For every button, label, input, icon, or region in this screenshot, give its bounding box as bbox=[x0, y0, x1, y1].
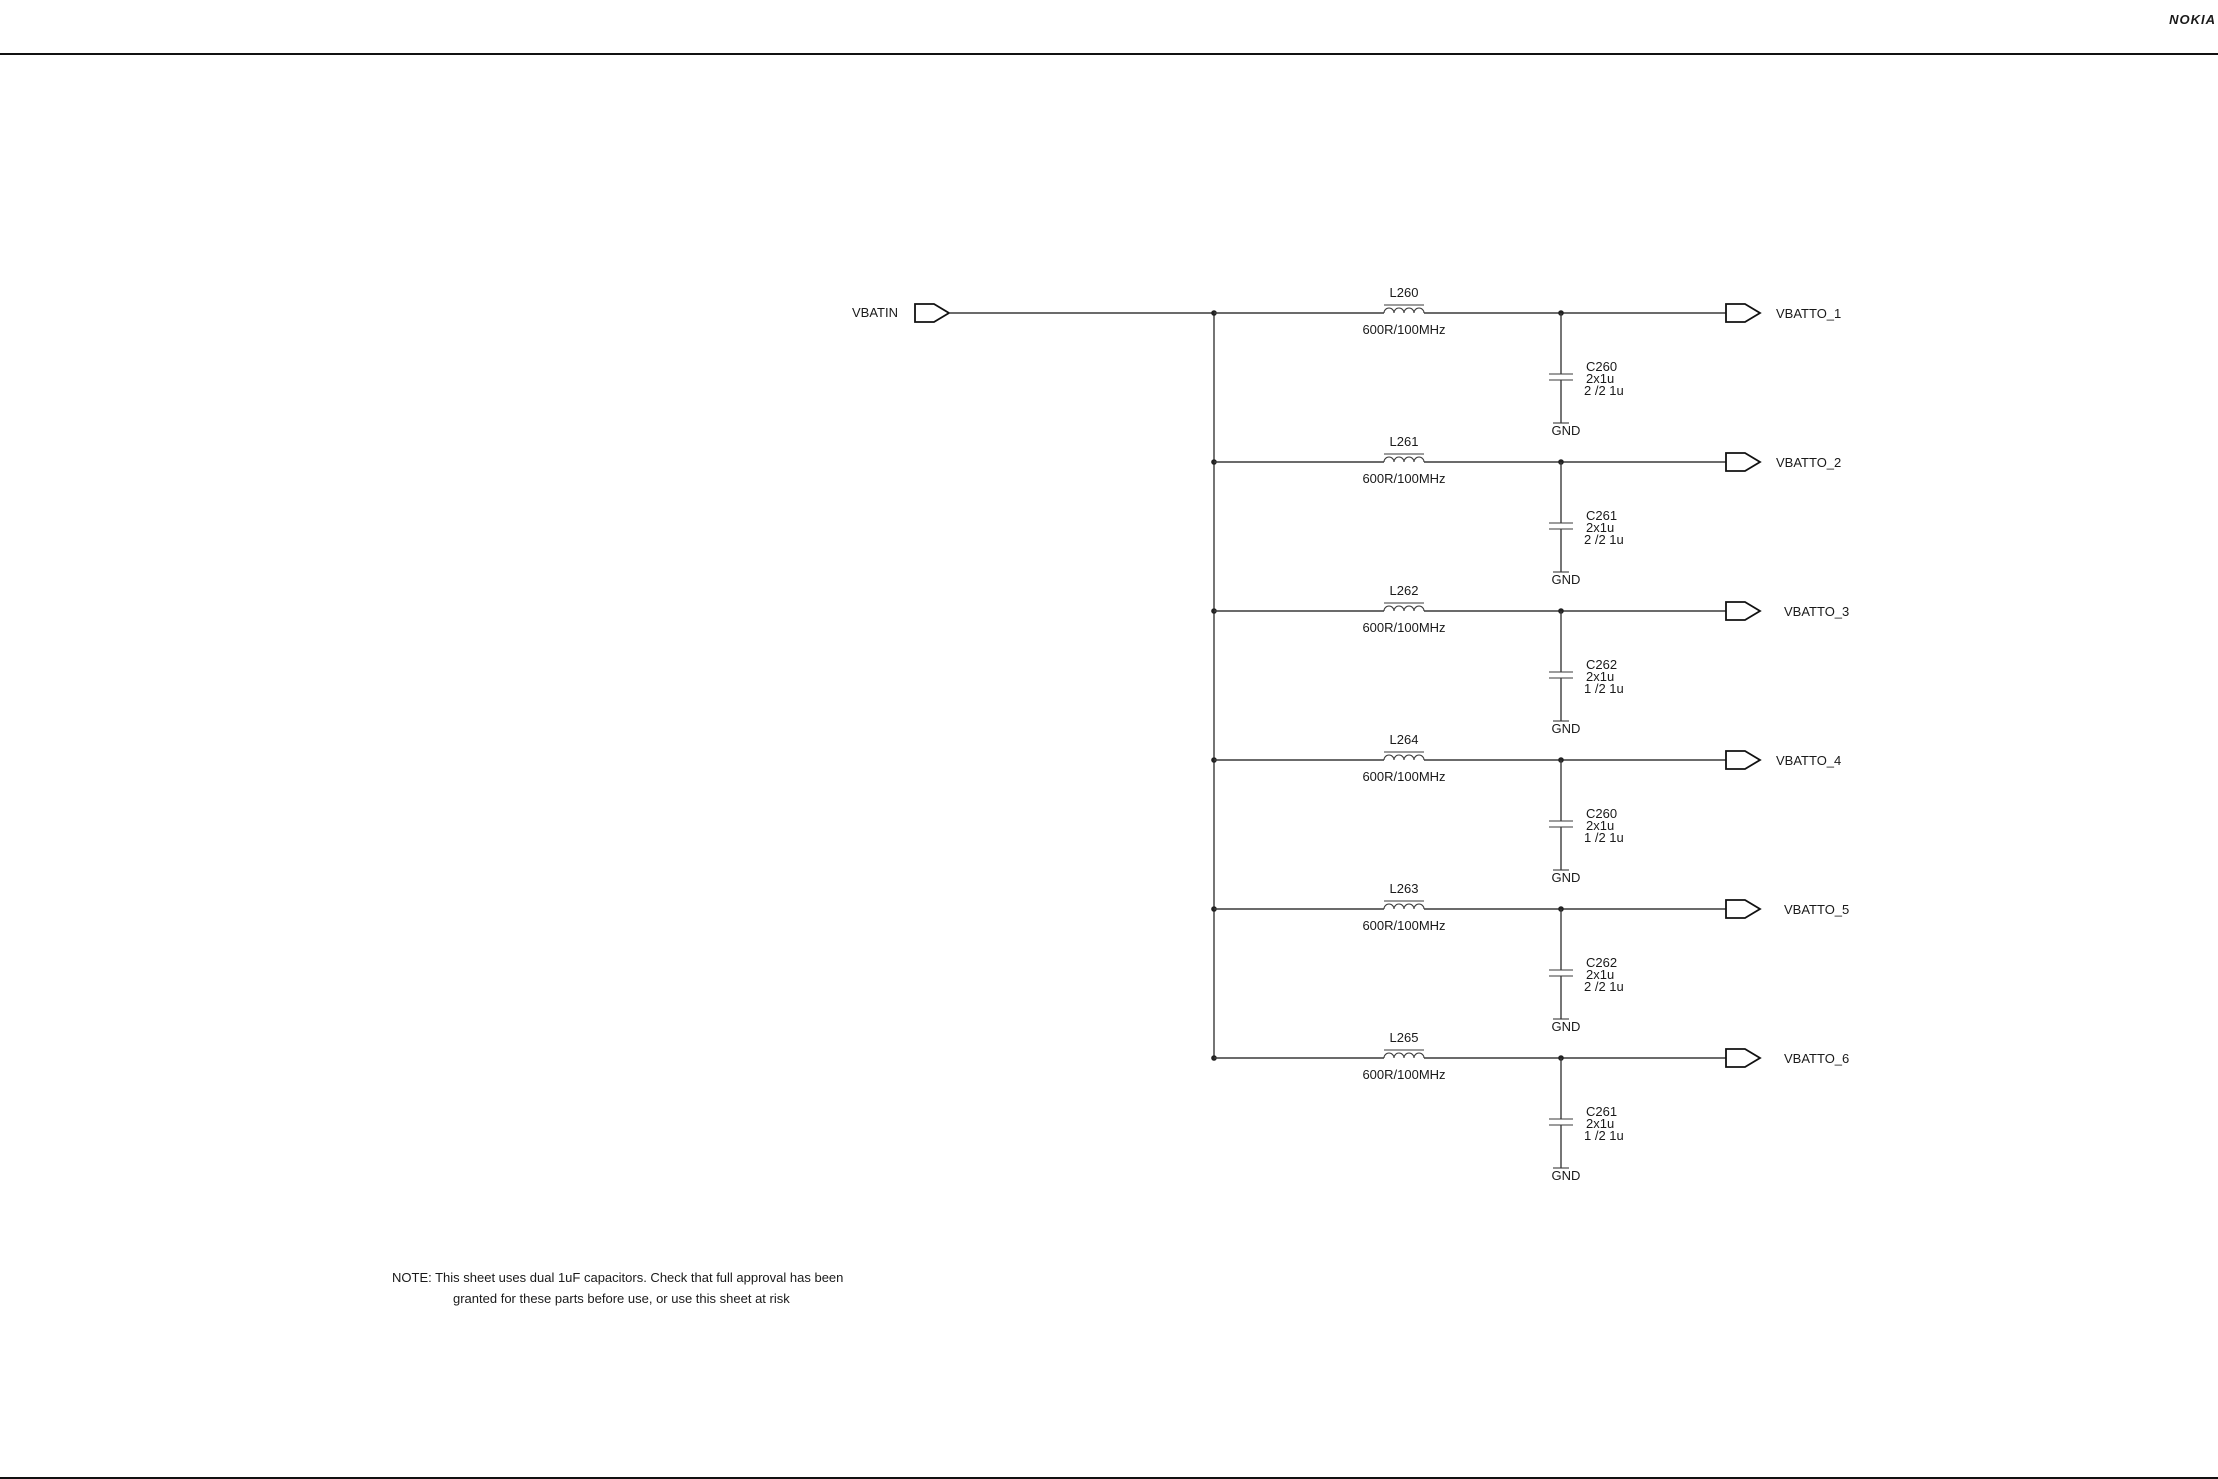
inductor-symbol bbox=[1383, 602, 1425, 612]
ground-label: GND bbox=[1552, 1168, 1581, 1183]
input-port-flag bbox=[914, 303, 951, 323]
capacitor-symbol bbox=[1549, 1118, 1573, 1126]
inductor-ref-label: L263 bbox=[1390, 881, 1419, 896]
output-net-label: VBATTO_3 bbox=[1784, 604, 1849, 619]
capacitor-value-label: 2x1u bbox=[1586, 1116, 1614, 1131]
output-port-flag bbox=[1725, 452, 1762, 472]
input-net-label: VBATIN bbox=[852, 305, 898, 320]
capacitor-sub-label: 2 /2 1u bbox=[1584, 979, 1624, 994]
inductor-symbol bbox=[1383, 453, 1425, 463]
capacitor-value-label: 2x1u bbox=[1586, 818, 1614, 833]
approval-note: NOTE: This sheet uses dual 1uF capacitor… bbox=[392, 1270, 843, 1306]
inductor-symbol bbox=[1383, 304, 1425, 314]
output-port-flag bbox=[1725, 601, 1762, 621]
ground-label: GND bbox=[1552, 572, 1581, 587]
capacitor-symbol bbox=[1549, 671, 1573, 679]
inductor-ref-label: L265 bbox=[1390, 1030, 1419, 1045]
output-net-label: VBATTO_2 bbox=[1776, 455, 1841, 470]
ground-label: GND bbox=[1552, 721, 1581, 736]
inductor-symbol bbox=[1383, 900, 1425, 910]
output-net-label: VBATTO_5 bbox=[1784, 902, 1849, 917]
inductor-value-label: 600R/100MHz bbox=[1362, 769, 1445, 784]
capacitor-sub-label: 1 /2 1u bbox=[1584, 1128, 1624, 1143]
capacitor-ref-label: C260 bbox=[1586, 806, 1617, 821]
capacitor-symbol bbox=[1549, 522, 1573, 530]
inductor-ref-label: L261 bbox=[1390, 434, 1419, 449]
inductor-ref-label: L260 bbox=[1390, 285, 1419, 300]
inductor-ref-label: L264 bbox=[1390, 732, 1419, 747]
capacitor-value-label: 2x1u bbox=[1586, 967, 1614, 982]
capacitor-value-label: 2x1u bbox=[1586, 520, 1614, 535]
output-port-flag bbox=[1725, 303, 1762, 323]
output-port-flag bbox=[1725, 899, 1762, 919]
inductor-ref-label: L262 bbox=[1390, 583, 1419, 598]
inductor-value-label: 600R/100MHz bbox=[1362, 1067, 1445, 1082]
note-line-2: granted for these parts before use, or u… bbox=[453, 1291, 790, 1306]
capacitor-value-label: 2x1u bbox=[1586, 669, 1614, 684]
capacitor-symbol bbox=[1549, 373, 1573, 381]
nokia-logo: NOKIA bbox=[2169, 12, 2216, 27]
inductor-value-label: 600R/100MHz bbox=[1362, 918, 1445, 933]
input-port-vbatin: VBATIN bbox=[852, 303, 1214, 323]
capacitor-ref-label: C260 bbox=[1586, 359, 1617, 374]
capacitor-ref-label: C262 bbox=[1586, 955, 1617, 970]
capacitor-ref-label: C262 bbox=[1586, 657, 1617, 672]
inductor-symbol bbox=[1383, 751, 1425, 761]
capacitor-symbol bbox=[1549, 820, 1573, 828]
output-port-flag bbox=[1725, 1048, 1762, 1068]
ground-label: GND bbox=[1552, 423, 1581, 438]
inductor-value-label: 600R/100MHz bbox=[1362, 322, 1445, 337]
ground-label: GND bbox=[1552, 1019, 1581, 1034]
capacitor-sub-label: 1 /2 1u bbox=[1584, 830, 1624, 845]
capacitor-ref-label: C261 bbox=[1586, 508, 1617, 523]
output-net-label: VBATTO_4 bbox=[1776, 753, 1841, 768]
capacitor-symbol bbox=[1549, 969, 1573, 977]
ground-label: GND bbox=[1552, 870, 1581, 885]
output-net-label: VBATTO_1 bbox=[1776, 306, 1841, 321]
output-port-flag bbox=[1725, 750, 1762, 770]
inductor-value-label: 600R/100MHz bbox=[1362, 620, 1445, 635]
capacitor-value-label: 2x1u bbox=[1586, 371, 1614, 386]
note-line-1: NOTE: This sheet uses dual 1uF capacitor… bbox=[392, 1270, 843, 1285]
inductor-symbol bbox=[1383, 1049, 1425, 1059]
capacitor-sub-label: 2 /2 1u bbox=[1584, 532, 1624, 547]
capacitor-sub-label: 2 /2 1u bbox=[1584, 383, 1624, 398]
output-net-label: VBATTO_6 bbox=[1784, 1051, 1849, 1066]
inductor-value-label: 600R/100MHz bbox=[1362, 471, 1445, 486]
capacitor-sub-label: 1 /2 1u bbox=[1584, 681, 1624, 696]
capacitor-ref-label: C261 bbox=[1586, 1104, 1617, 1119]
